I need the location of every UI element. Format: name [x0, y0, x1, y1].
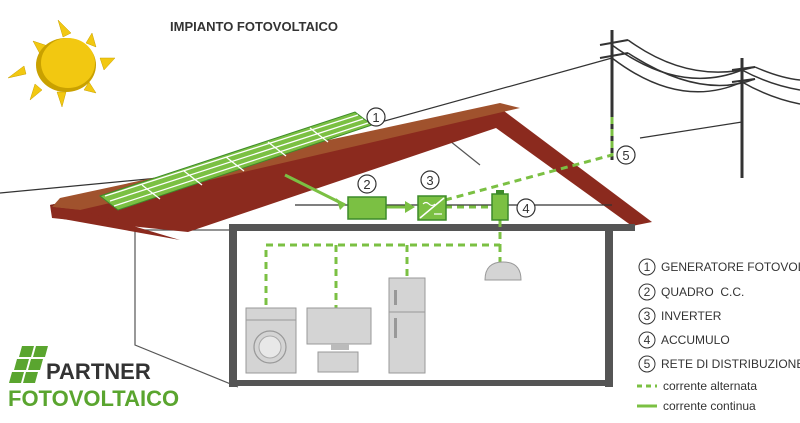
dc-wiring [284, 173, 415, 213]
brand-logo: PARTNER FOTOVOLTAICO [8, 346, 179, 411]
legend-item-3-num: 3 [644, 309, 651, 323]
legend-item-3: 3 INVERTER [638, 307, 722, 325]
legend-dc-label: corrente continua [663, 399, 756, 413]
marker-4-label: 4 [522, 201, 529, 216]
house-interior-walls [229, 224, 635, 387]
ceiling-lamp-icon [484, 261, 522, 281]
legend-item-2-label: QUADRO C.C. [661, 285, 744, 299]
brand-logo-icon [9, 346, 48, 383]
marker-1: 1 [366, 107, 386, 127]
marker-2: 2 [357, 174, 377, 194]
marker-2-label: 2 [363, 177, 370, 192]
legend-ac-label: corrente alternata [663, 379, 757, 393]
legend: 1 GENERATORE FOTOVOLTAICO 2 QUADRO C.C. … [637, 258, 800, 413]
ac-wiring [264, 115, 614, 310]
legend-item-5-num: 5 [644, 357, 651, 371]
battery-box [491, 190, 509, 221]
legend-item-1-label: GENERATORE FOTOVOLTAICO [661, 260, 800, 274]
brand-line-2: FOTOVOLTAICO [8, 386, 179, 411]
marker-4: 4 [516, 198, 536, 218]
legend-item-4-num: 4 [644, 333, 651, 347]
legend-item-3-label: INVERTER [661, 309, 722, 323]
legend-item-5: 5 RETE DI DISTRIBUZIONE [638, 355, 800, 373]
marker-1-label: 1 [372, 110, 379, 125]
diagram-title: IMPIANTO FOTOVOLTAICO [170, 19, 338, 34]
inverter-box [417, 195, 447, 221]
sun-icon [7, 19, 116, 108]
marker-5-label: 5 [622, 148, 629, 163]
legend-item-4: 4 ACCUMULO [638, 331, 730, 349]
computer-monitor-icon [306, 307, 372, 373]
brand-line-1: PARTNER [46, 359, 151, 384]
refrigerator-icon [388, 277, 426, 374]
washing-machine-icon [245, 307, 297, 374]
marker-5: 5 [616, 145, 636, 165]
solar-panel-array [98, 111, 374, 211]
legend-item-2: 2 QUADRO C.C. [638, 283, 744, 301]
legend-dc: corrente continua [637, 399, 756, 413]
legend-item-5-label: RETE DI DISTRIBUZIONE [661, 357, 800, 371]
marker-3: 3 [420, 170, 440, 190]
legend-item-1-num: 1 [644, 260, 651, 274]
legend-item-1: 1 GENERATORE FOTOVOLTAICO [638, 258, 800, 276]
legend-ac: corrente alternata [637, 379, 757, 393]
power-line [0, 30, 800, 194]
marker-3-label: 3 [426, 173, 433, 188]
dc-panel-box [347, 196, 387, 220]
legend-item-2-num: 2 [644, 285, 651, 299]
legend-item-4-label: ACCUMULO [661, 333, 730, 347]
